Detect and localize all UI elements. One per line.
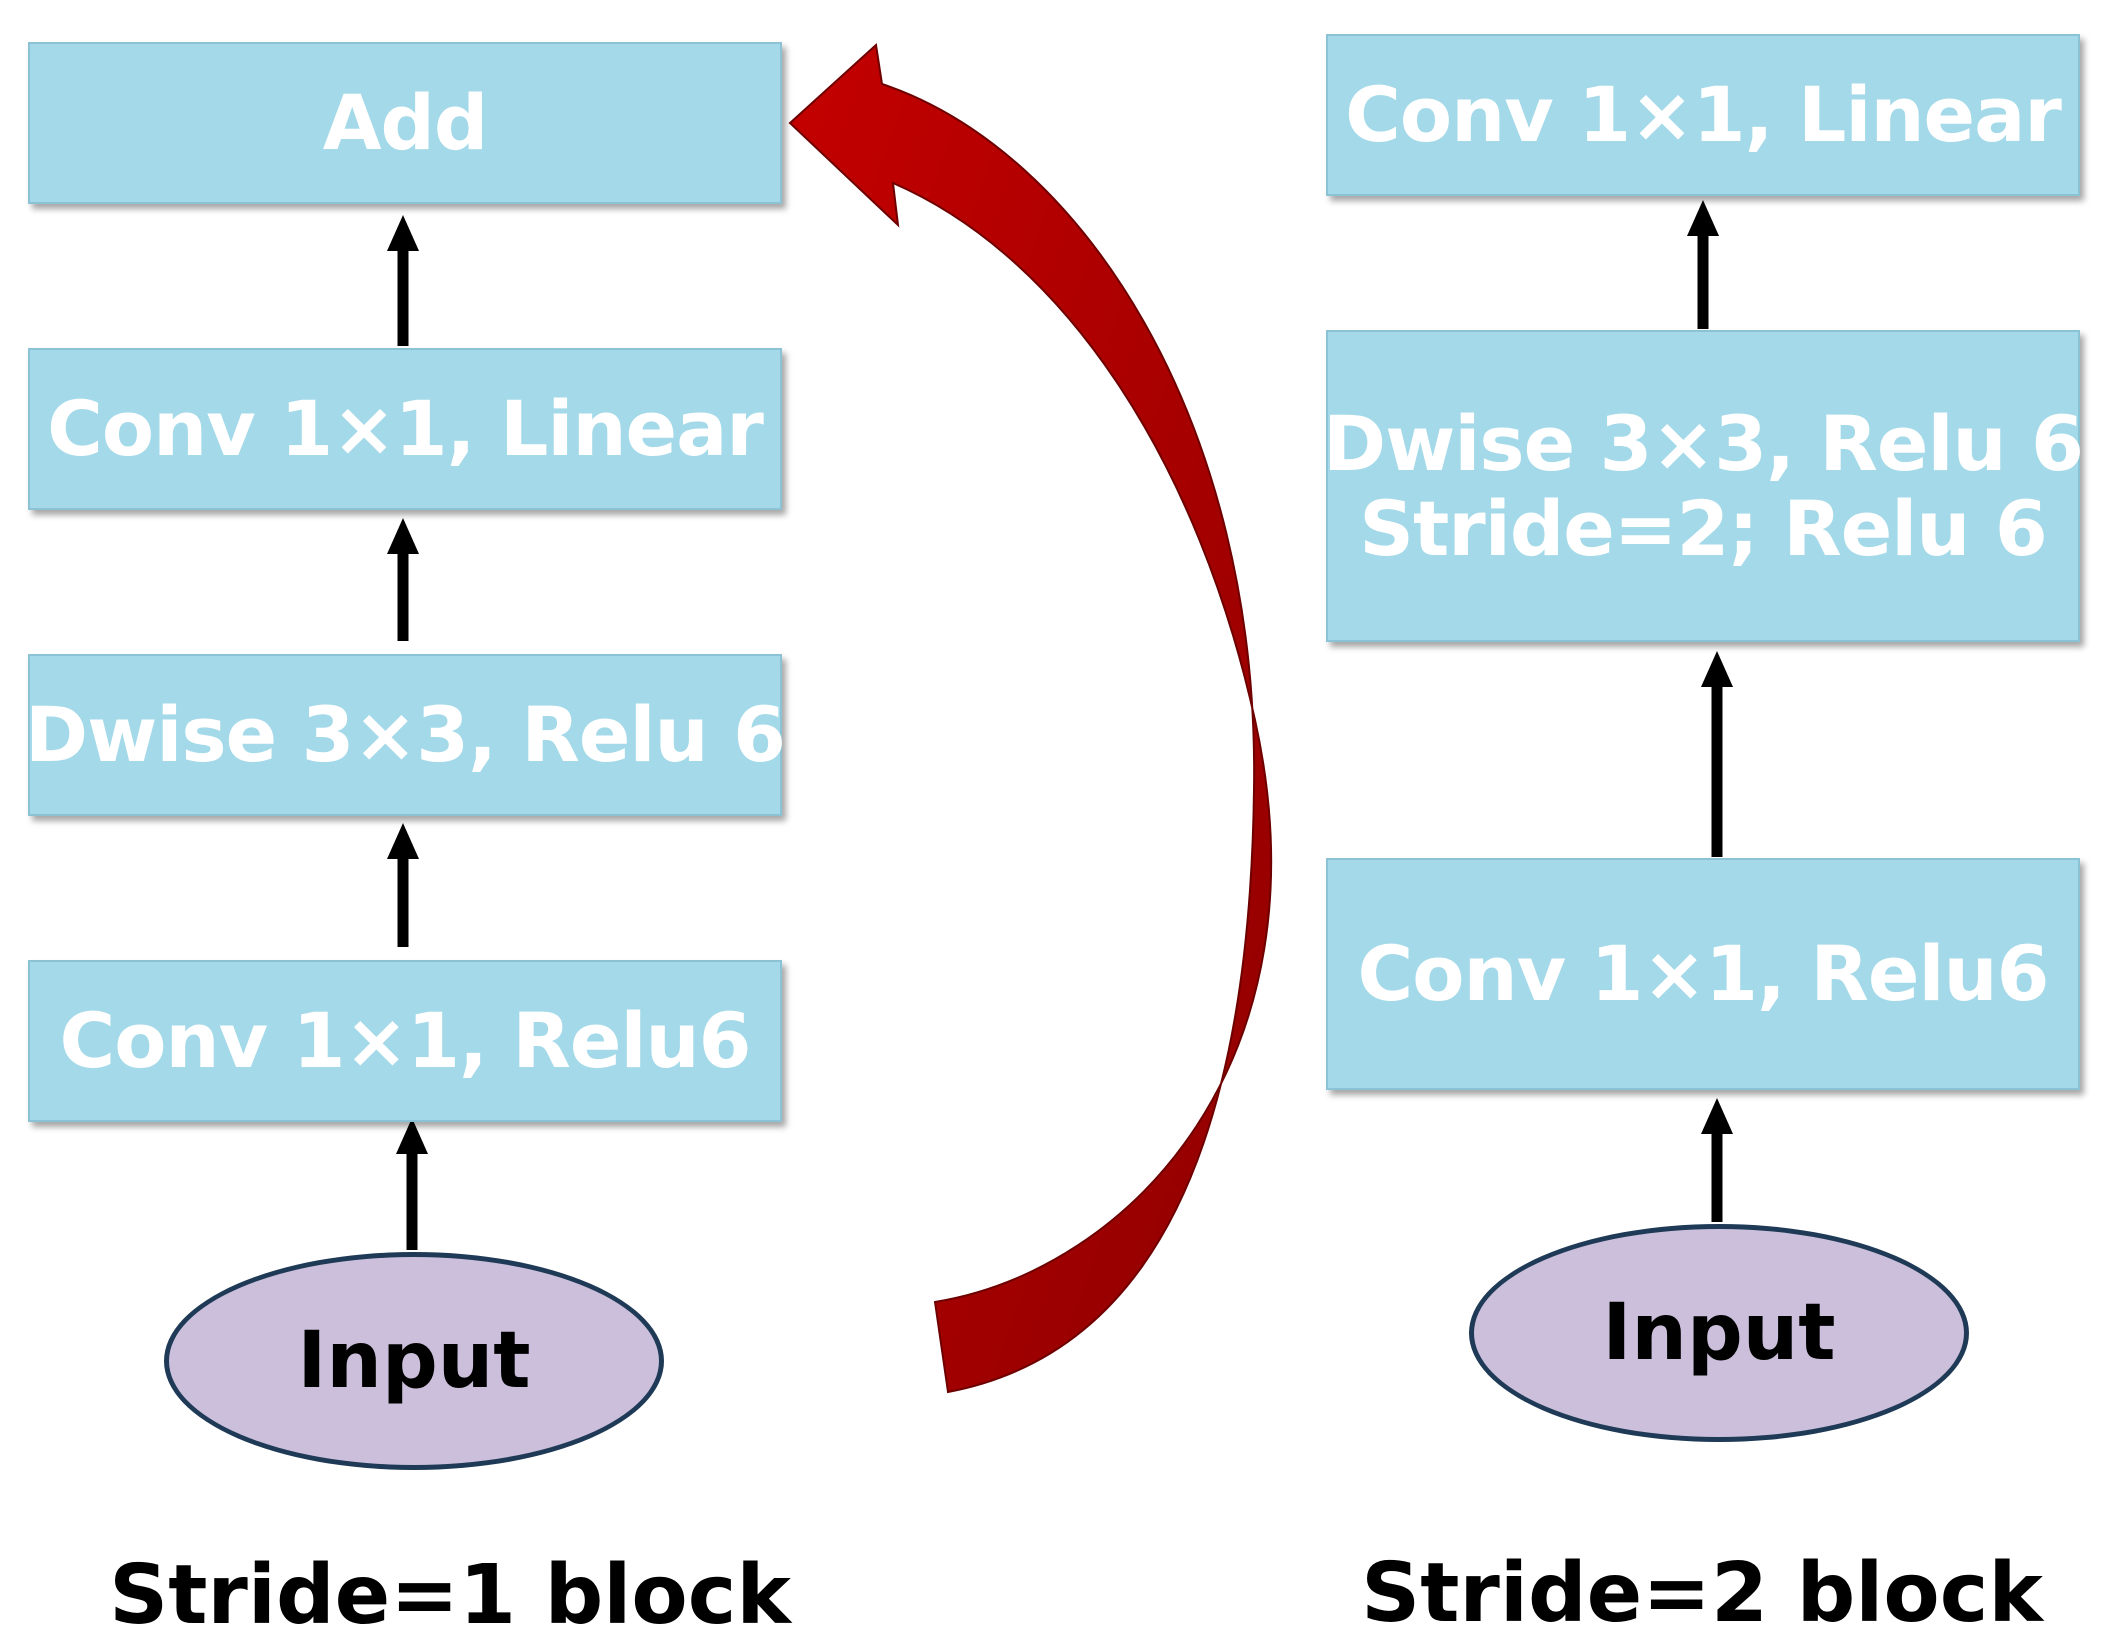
left-input-label: Input bbox=[297, 1316, 531, 1406]
right-dwise-label-line2: Stride=2; Relu 6 bbox=[1359, 484, 2048, 573]
right-input-label: Input bbox=[1602, 1288, 1836, 1378]
left-conv-linear-label: Conv 1×1, Linear bbox=[47, 384, 764, 474]
right-conv-linear-label: Conv 1×1, Linear bbox=[1345, 70, 2062, 160]
right-dwise-label-line1: Dwise 3×3, Relu 6 bbox=[1323, 398, 2084, 488]
right-input-node: Input bbox=[1469, 1224, 1969, 1442]
right-block-caption: Stride=2 block bbox=[1361, 1546, 2043, 1641]
right-arrow-dwise-to-linear bbox=[1687, 200, 1719, 329]
left-dwise-label: Dwise 3×3, Relu 6 bbox=[25, 690, 786, 780]
left-conv-linear-box: Conv 1×1, Linear bbox=[28, 348, 782, 510]
right-conv-relu-box: Conv 1×1, Relu6 bbox=[1326, 858, 2080, 1090]
right-arrow-conv-to-dwise bbox=[1701, 651, 1733, 857]
right-conv-linear-box: Conv 1×1, Linear bbox=[1326, 34, 2080, 196]
left-arrow-input-to-conv bbox=[396, 1118, 428, 1250]
left-conv-relu-box: Conv 1×1, Relu6 bbox=[28, 960, 782, 1122]
left-dwise-box: Dwise 3×3, Relu 6 bbox=[25, 654, 786, 816]
left-arrow-dwise-to-linear bbox=[387, 518, 419, 641]
left-arrow-conv-to-dwise bbox=[387, 823, 419, 947]
right-conv-relu-label: Conv 1×1, Relu6 bbox=[1357, 929, 2050, 1019]
left-arrow-linear-to-add bbox=[387, 215, 419, 346]
left-add-box: Add bbox=[28, 42, 782, 204]
skip-connection-arrow bbox=[788, 43, 1273, 1394]
left-input-node: Input bbox=[164, 1252, 664, 1470]
right-arrow-input-to-conv bbox=[1701, 1098, 1733, 1222]
left-block-caption: Stride=1 block bbox=[109, 1548, 791, 1643]
left-conv-relu-label: Conv 1×1, Relu6 bbox=[59, 996, 752, 1086]
left-add-label: Add bbox=[322, 78, 489, 168]
right-dwise-box: Dwise 3×3, Relu 6 Stride=2; Relu 6 bbox=[1323, 330, 2084, 642]
